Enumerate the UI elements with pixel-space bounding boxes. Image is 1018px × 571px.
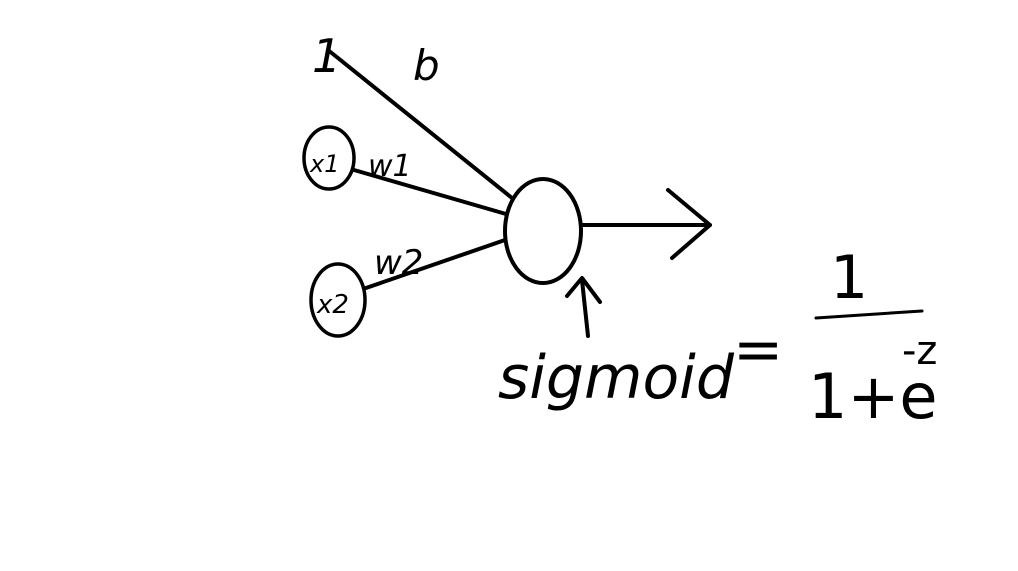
formula-numerator: 1 — [830, 243, 868, 313]
formula-exponent: -z — [902, 328, 937, 374]
input-node-x1-label: x1 — [309, 150, 339, 178]
input-node-x2 — [309, 262, 367, 338]
formula-denominator: 1+e — [808, 360, 938, 433]
bias-weight-label: b — [413, 41, 440, 90]
input-node-x1 — [302, 125, 356, 191]
activation-equals-sign: = — [733, 315, 783, 385]
output-arrow — [579, 188, 712, 260]
fraction-bar — [814, 309, 924, 320]
edge-x1-neuron — [352, 168, 508, 216]
neuron-node — [503, 177, 583, 285]
bias-edge — [326, 48, 514, 200]
activation-name-label: sigmoid — [498, 343, 735, 413]
input-node-x2-label: x2 — [316, 290, 349, 320]
activation-pointer-arrow — [565, 276, 602, 338]
edge-x2-neuron — [364, 238, 507, 290]
